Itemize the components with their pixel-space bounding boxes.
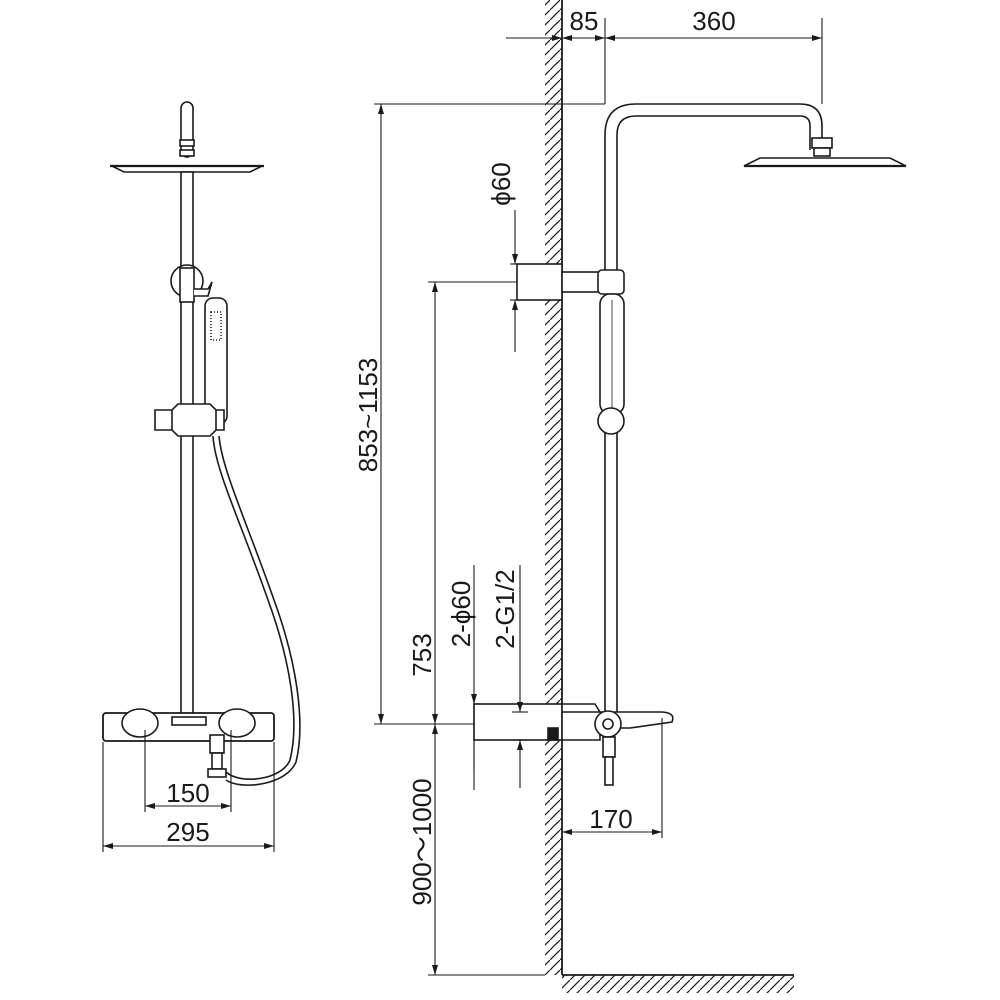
wall: [545, 0, 794, 993]
side-slide-knob: [597, 407, 625, 435]
dim-inlet-spacing: 150: [166, 778, 209, 808]
side-riser-arm: [604, 103, 823, 720]
side-view: [473, 103, 907, 786]
dim-mounting-height: 900～1000: [407, 778, 437, 905]
dim-inlet-diameter: ϕ60: [486, 162, 516, 205]
dim-head-offset: 85: [570, 6, 599, 36]
front-hose: [212, 435, 295, 780]
dim-mixer-width: 295: [166, 817, 209, 847]
front-view: [102, 101, 301, 786]
dim-arm-length: 360: [692, 6, 735, 36]
front-riser: [180, 171, 194, 718]
side-shower-head: [743, 157, 907, 167]
front-top-stub: [180, 101, 194, 158]
side-wall-bracket: [516, 263, 563, 301]
front-dimensions: [102, 730, 275, 852]
side-dimensions: [374, 18, 823, 976]
dim-riser-height: 853~1153: [353, 358, 383, 472]
dim-mixer-to-inlet: 753: [407, 633, 437, 676]
dim-spout-projection: 170: [589, 804, 632, 834]
front-slide-holder: [154, 403, 225, 437]
dim-inlet-thread: 2-G1/2: [490, 569, 520, 649]
dim-inlet-pair-diameter: 2-ϕ60: [446, 581, 476, 648]
